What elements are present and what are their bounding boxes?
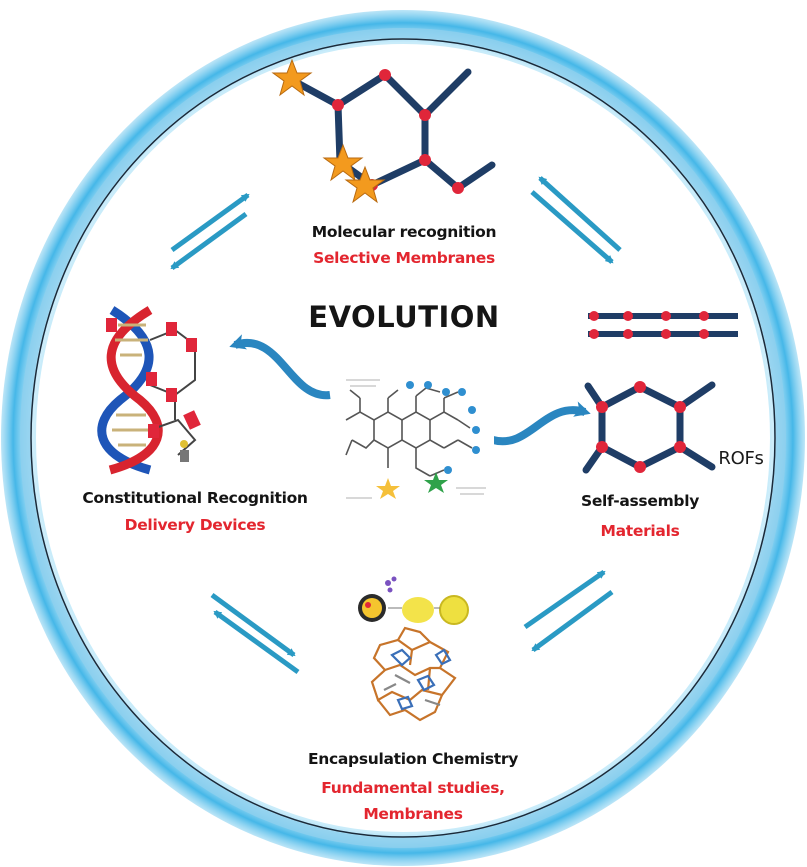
constitutional-recognition-label: Constitutional Recognition: [82, 489, 308, 507]
materials-label: Materials: [600, 522, 680, 540]
self-assembly-label: Self-assembly: [580, 492, 700, 510]
delivery-devices-label: Delivery Devices: [124, 516, 266, 534]
equilibrium-arrow-top-left: [170, 192, 250, 271]
equilibrium-arrow-bottom-left: [210, 592, 300, 675]
central-dendrimer-structure: [336, 373, 494, 513]
membranes-label: Membranes: [363, 805, 463, 823]
self-assembly-hexagon-nodes: [596, 381, 686, 473]
curved-arrow-to-right: [491, 401, 591, 446]
fundamental-studies-label: Fundamental studies,: [321, 779, 505, 797]
molecular-recognition-label: Molecular recognition: [311, 223, 497, 241]
self-assembly-chains: [588, 311, 738, 339]
encapsulation-chemistry-label: Encapsulation Chemistry: [307, 750, 519, 768]
selective-membranes-label: Selective Membranes: [313, 249, 495, 267]
star-icons: [271, 58, 386, 204]
equilibrium-arrow-bottom-right: [523, 569, 614, 653]
equilibrium-arrow-top-right: [530, 176, 622, 264]
evolution-title: EVOLUTION: [308, 300, 500, 334]
encapsulation-capsules: [358, 576, 469, 625]
crystal-structure-illustration: [370, 626, 457, 722]
curved-arrow-to-left: [229, 334, 331, 400]
dna-helix-illustration: [97, 306, 201, 475]
rofs-label: ROFs: [718, 448, 764, 469]
